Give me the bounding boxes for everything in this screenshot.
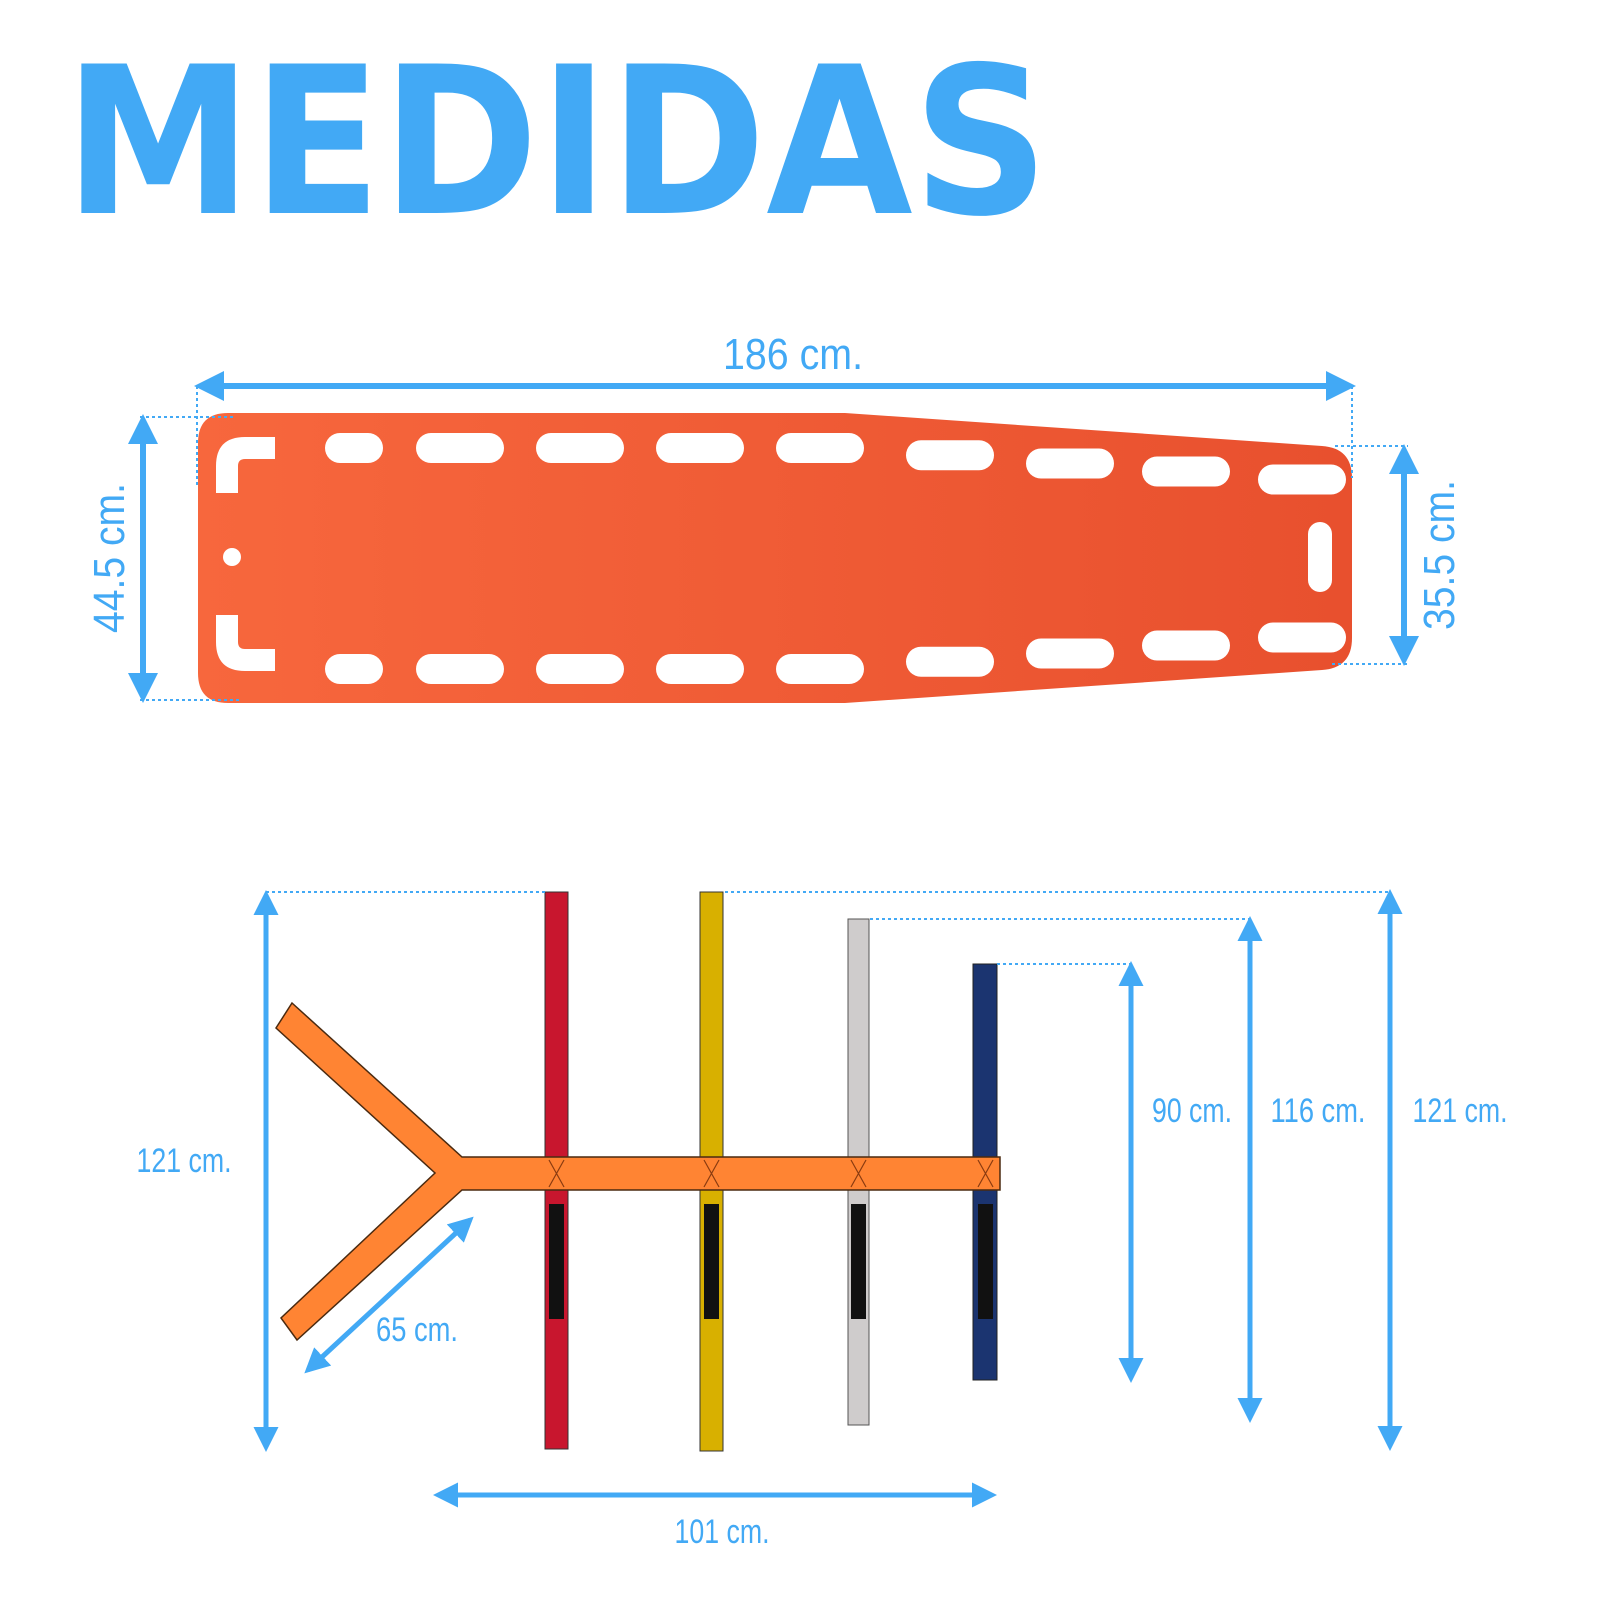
board-handle-slot <box>656 433 744 463</box>
board-hole <box>223 548 241 566</box>
board-right-width-label: 35.5 cm. <box>1415 480 1464 630</box>
board-handle-slot <box>656 654 744 684</box>
board-handle-right <box>1308 522 1332 592</box>
board-body <box>198 413 1352 703</box>
board-handle-slot <box>776 654 864 684</box>
stitch-marks <box>548 1159 994 1188</box>
board-handle-slot <box>1258 622 1346 653</box>
board-length-label: 186 cm. <box>723 330 863 379</box>
board-handle-slot <box>416 433 504 463</box>
board-handle-slot <box>536 433 624 463</box>
board-handle-slot <box>906 646 994 677</box>
spine-board <box>198 413 1352 703</box>
velcro-patch <box>851 1204 866 1319</box>
board-corner-handle-bottom <box>216 615 275 671</box>
strap-116-label: 116 cm. <box>1271 1092 1366 1130</box>
spider-diagonal-label: 65 cm. <box>376 1311 458 1349</box>
board-handle-slot <box>325 433 383 463</box>
board-handle-slot <box>416 654 504 684</box>
velcro-patch <box>549 1204 564 1319</box>
board-handle-slot <box>536 654 624 684</box>
board-handle-slot <box>1258 464 1346 495</box>
board-handle-slot <box>325 654 383 684</box>
board-handle-slots <box>325 433 1346 684</box>
spider-spine-label: 101 cm. <box>675 1513 770 1551</box>
spider-diagonal-arrow <box>304 1216 474 1374</box>
strap-121-label: 121 cm. <box>1413 1092 1508 1130</box>
page-title: MEDIDAS <box>64 24 1049 262</box>
spider-harness <box>275 1001 1001 1342</box>
board-handle-slot <box>1142 630 1230 661</box>
spider-dimension-lines <box>253 889 1403 1508</box>
board-corner-handle-top <box>216 437 275 493</box>
board-left-width-label: 44.5 cm. <box>85 483 134 633</box>
board-handle-slot <box>906 440 994 471</box>
spider-height-label: 121 cm. <box>137 1142 232 1180</box>
board-handle-slot <box>1142 456 1230 487</box>
spider-straps <box>275 891 1001 1452</box>
velcro-patch <box>704 1204 719 1319</box>
strap-90-label: 90 cm. <box>1152 1092 1232 1130</box>
board-handle-slot <box>1026 448 1114 479</box>
board-dimension-lines <box>128 371 1419 703</box>
velcro-patch <box>978 1204 993 1319</box>
board-handle-slot <box>1026 638 1114 669</box>
board-handle-slot <box>776 433 864 463</box>
